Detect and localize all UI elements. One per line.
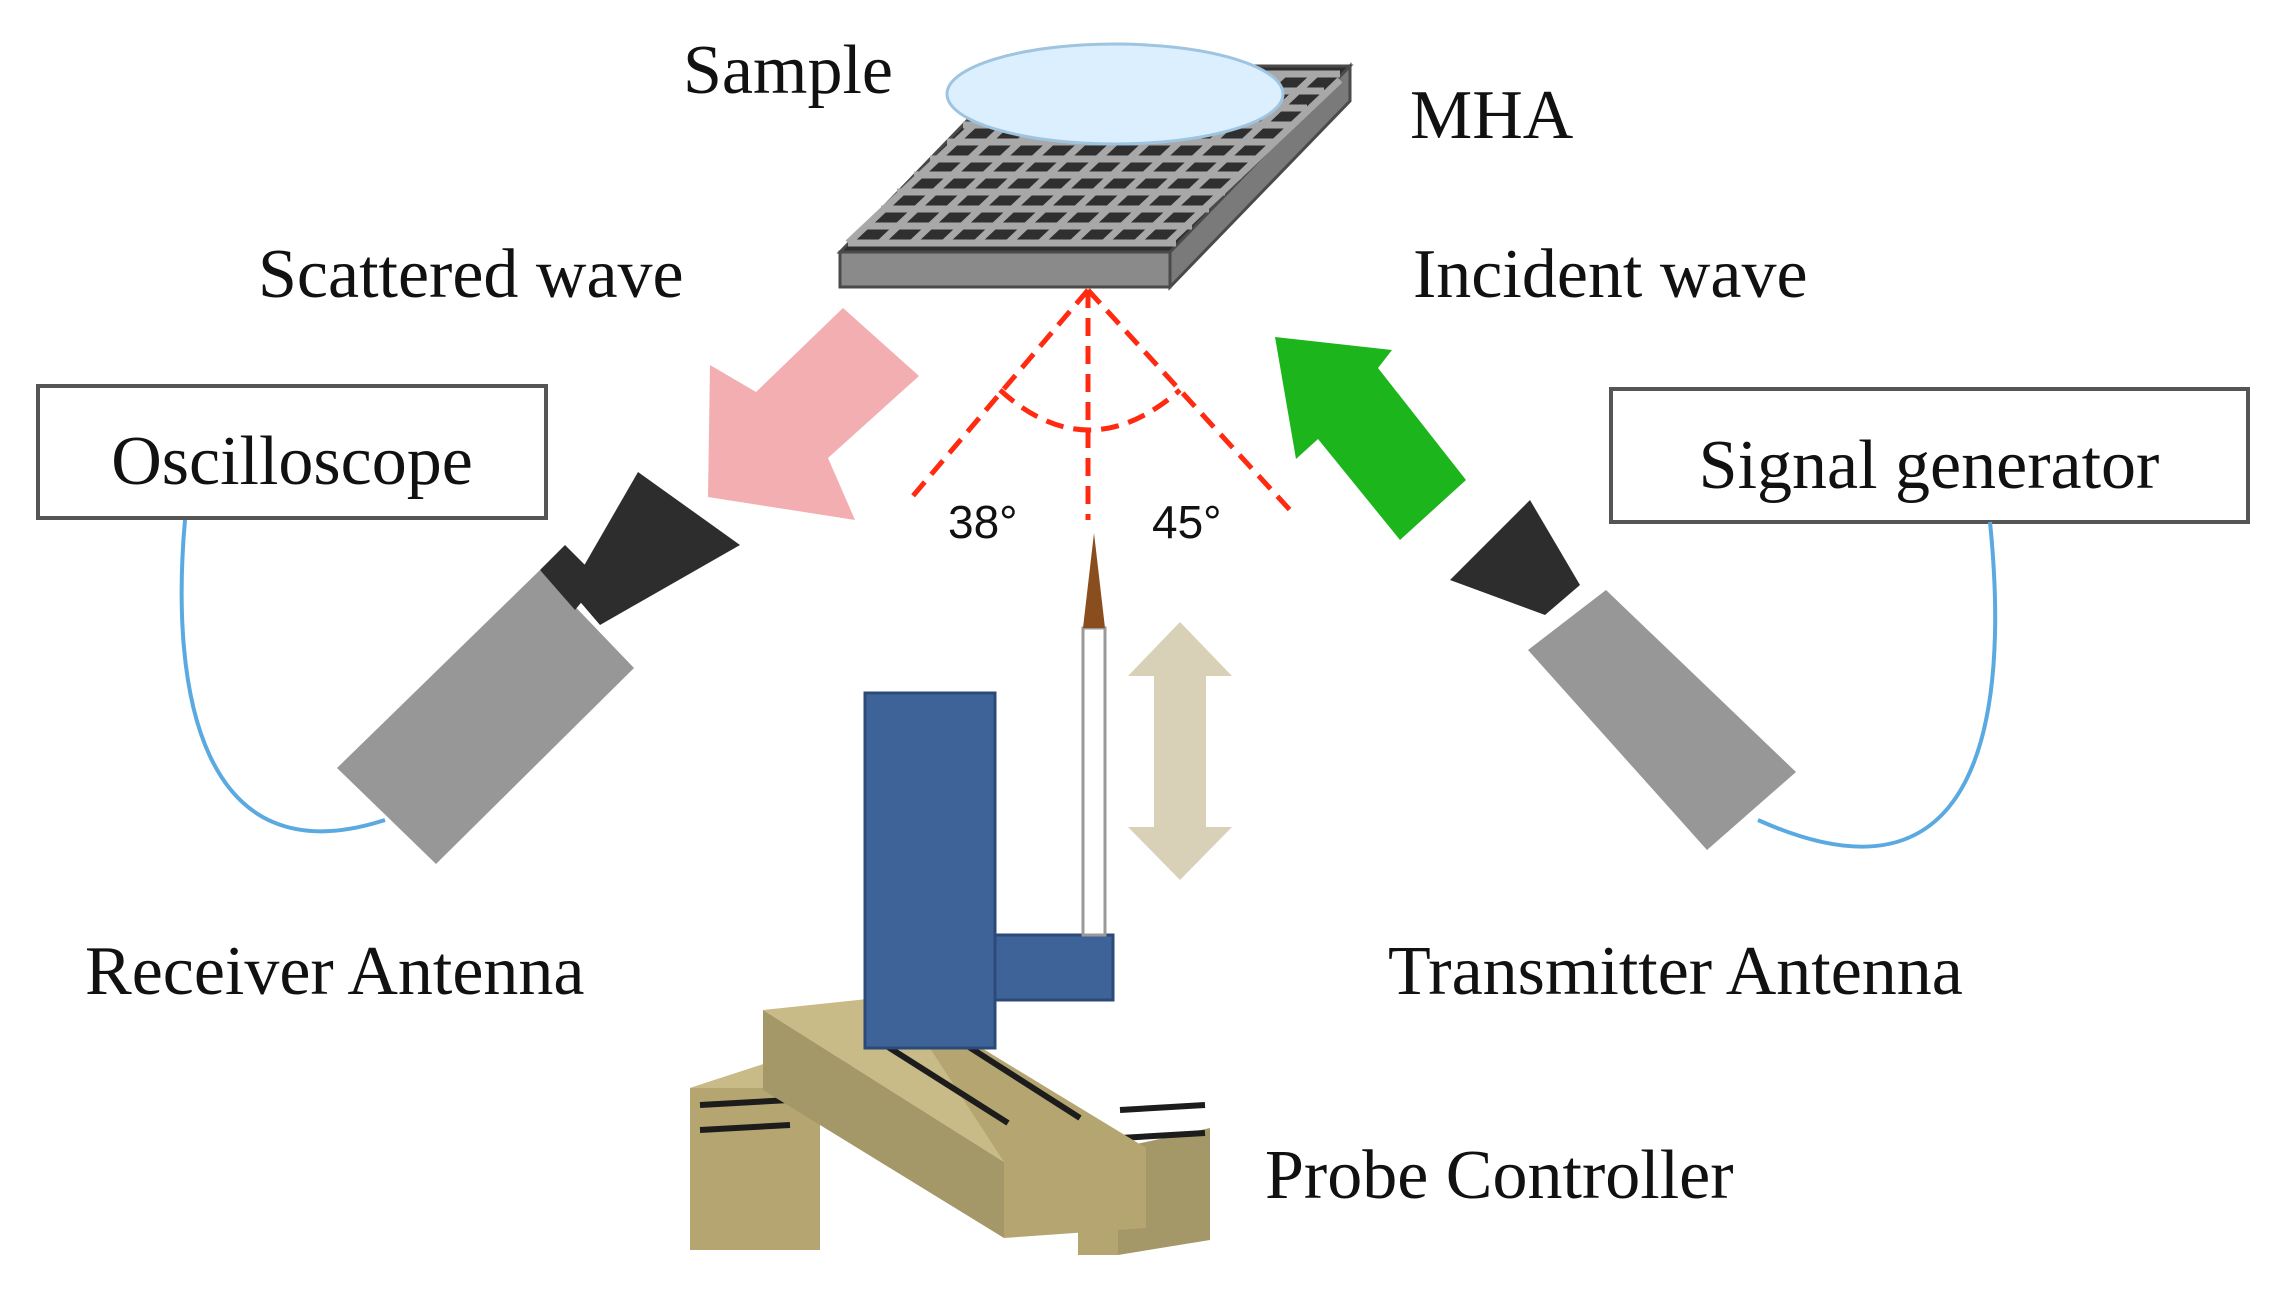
transmitter-antenna-body	[1528, 590, 1796, 850]
scattered-wave-arrow	[708, 308, 919, 520]
incident-wave-label: Incident wave	[1413, 236, 1808, 313]
motion-arrow	[1128, 622, 1232, 880]
scattered-wave-label: Scattered wave	[258, 236, 684, 313]
sample-disc	[945, 42, 1285, 146]
receiver-antenna-body	[337, 570, 634, 864]
probe-tip	[1083, 533, 1105, 628]
transmitter-antenna-label: Transmitter Antenna	[1388, 933, 1963, 1010]
angle-left-label: 38°	[948, 496, 1018, 548]
oscilloscope-box	[36, 384, 548, 520]
signal-generator-box	[1609, 387, 2250, 524]
receiver-antenna	[337, 472, 740, 864]
transmitter-cable	[1757, 521, 1998, 849]
receiver-antenna-label: Receiver Antenna	[85, 933, 585, 1010]
angle-right-label: 45°	[1152, 496, 1222, 548]
incident-wave-arrow	[1275, 337, 1466, 540]
mha-label: MHA	[1410, 77, 1574, 154]
sample-label: Sample	[683, 32, 893, 109]
receiver-horn	[570, 472, 740, 625]
receiver-cable	[179, 519, 386, 834]
probe-stage	[690, 996, 1210, 1255]
probe-controller-label: Probe Controller	[1265, 1137, 1734, 1214]
oscilloscope-label: Oscilloscope	[111, 423, 473, 500]
probe-needle	[1081, 533, 1107, 937]
mha-plate	[836, 42, 1354, 291]
probe-column	[863, 691, 1115, 1050]
transmitter-antenna	[1450, 500, 1796, 850]
transmitter-horn	[1450, 500, 1580, 615]
signal-generator-label: Signal generator	[1699, 427, 2160, 504]
angle-lines	[910, 288, 1292, 520]
